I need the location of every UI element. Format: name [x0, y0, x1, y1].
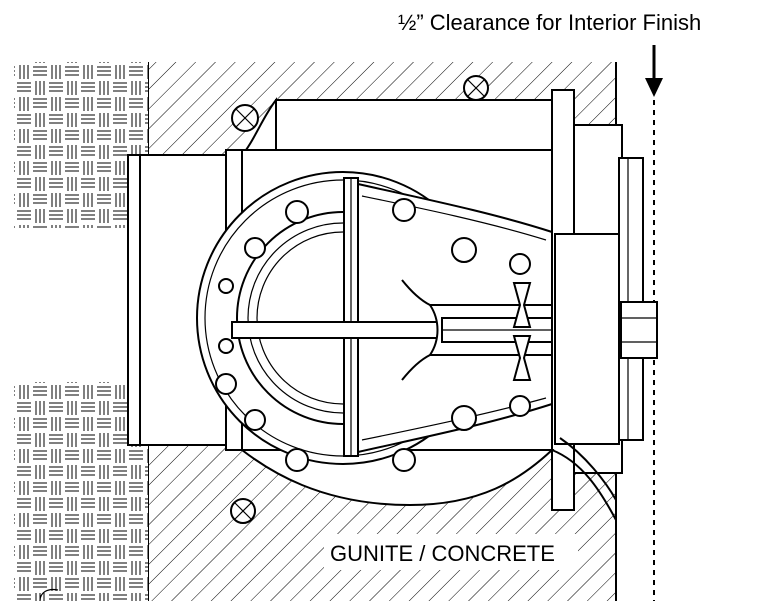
partial-mark [39, 588, 59, 601]
bolt-holes [215, 198, 531, 472]
rebar-symbols [230, 75, 489, 524]
valve-stem [231, 279, 553, 381]
clearance-label: ½” Clearance for Interior Finish [398, 10, 701, 35]
masonry-wall-lower [14, 380, 148, 601]
masonry-wall-upper [14, 62, 148, 230]
down-arrow-icon [645, 45, 663, 97]
valve-ribs [343, 177, 359, 457]
material-label: GUNITE / CONCRETE [330, 541, 555, 566]
